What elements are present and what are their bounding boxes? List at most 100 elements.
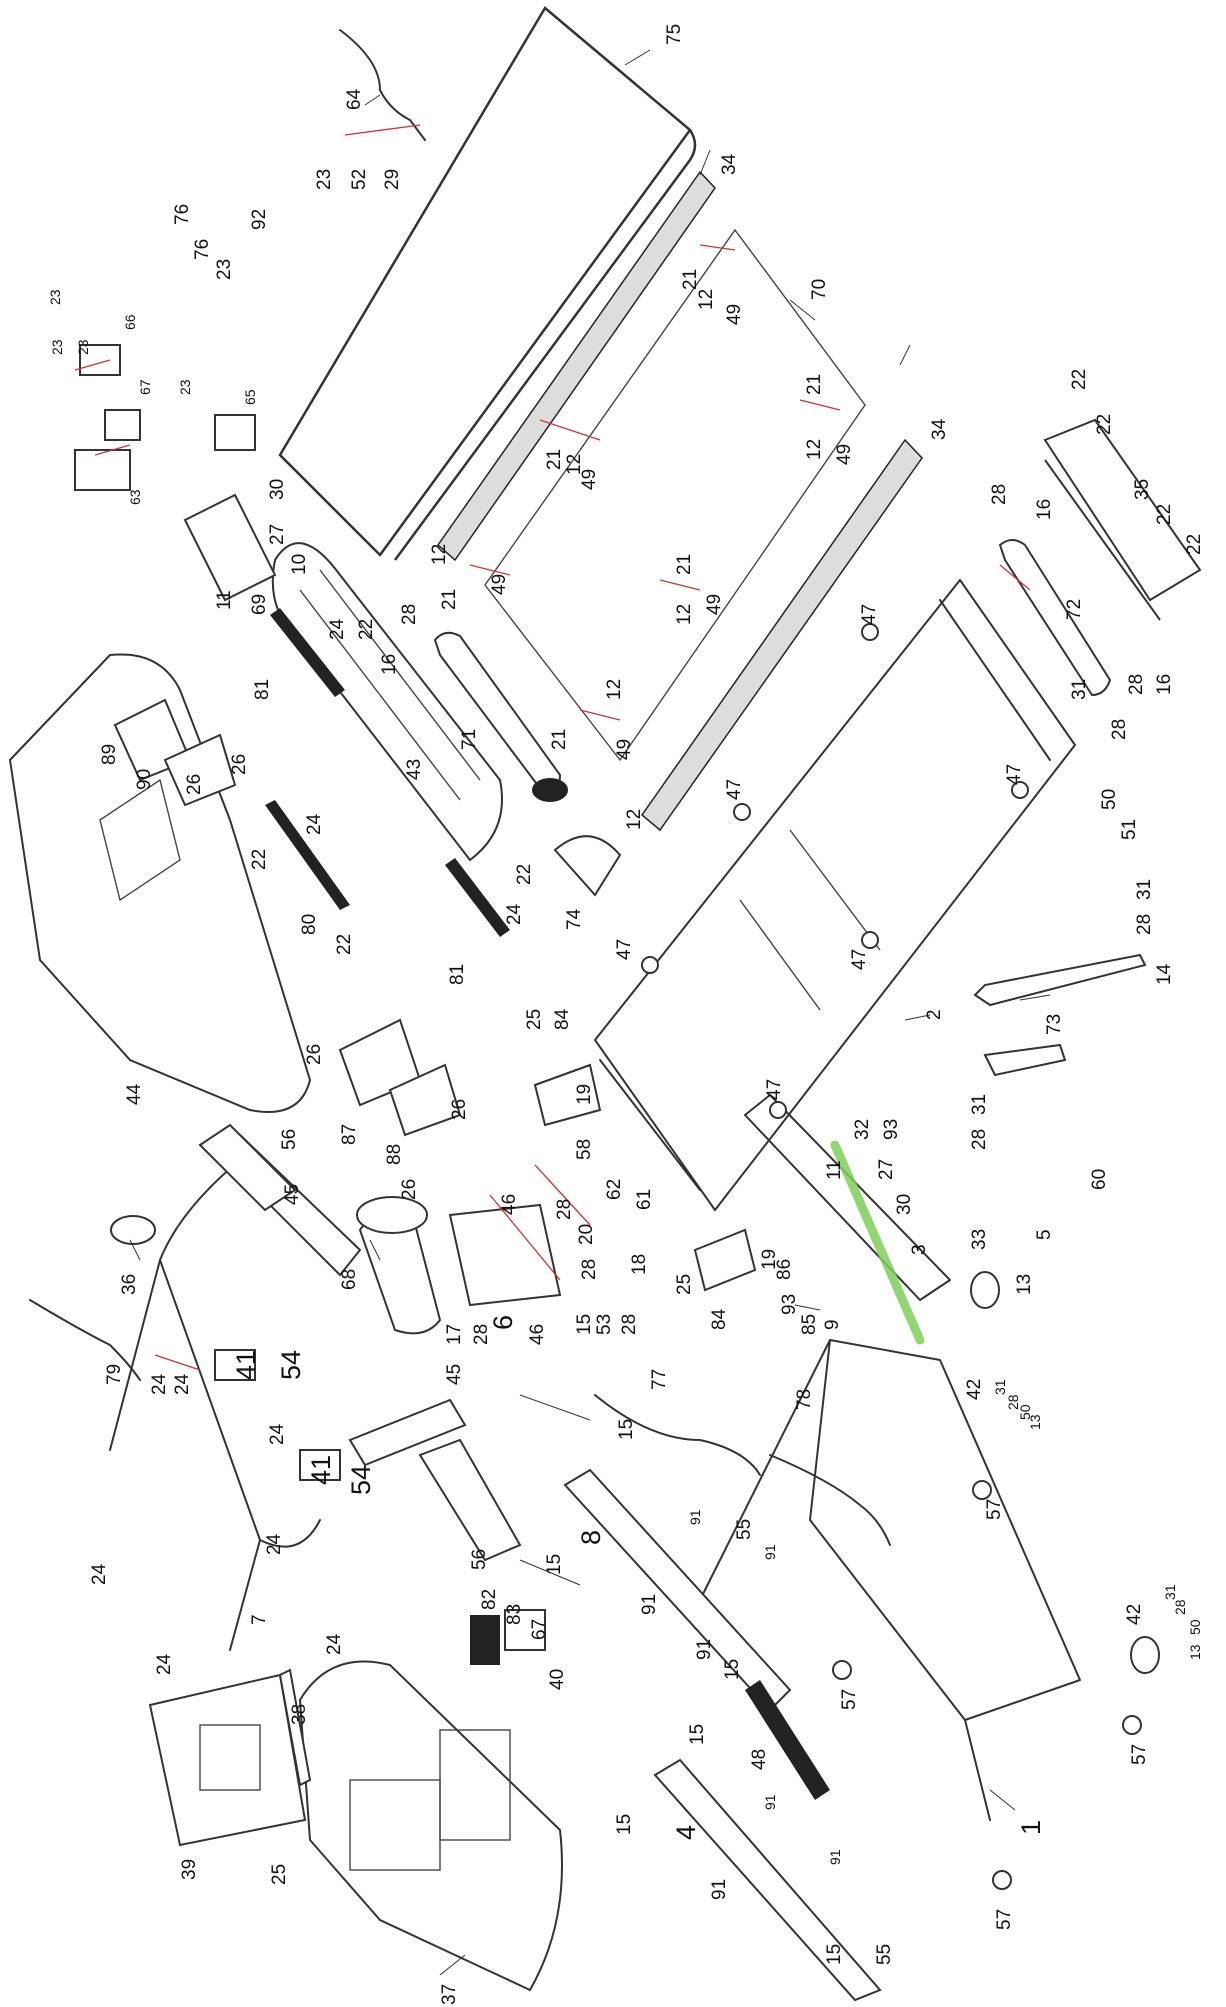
callout-13: 13 (1027, 1414, 1043, 1430)
foot-57c (1122, 1715, 1142, 1735)
callout-32: 32 (852, 1119, 873, 1140)
callout-24: 24 (154, 1653, 175, 1675)
cover-88 (388, 1063, 462, 1137)
callout-15: 15 (544, 1554, 565, 1575)
box-65 (214, 414, 256, 451)
callout-77: 77 (649, 1369, 670, 1390)
console-keypad (439, 1729, 511, 1841)
callout-89: 89 (99, 744, 120, 765)
leader-line (439, 1954, 466, 1976)
callout-91: 91 (762, 1544, 778, 1560)
callout-93: 93 (881, 1119, 902, 1140)
callout-15: 15 (574, 1314, 595, 1335)
callout-81: 81 (447, 964, 468, 985)
callout-42: 42 (964, 1379, 985, 1400)
callout-21: 21 (804, 374, 825, 395)
callout-91: 91 (827, 1849, 843, 1865)
callout-40: 40 (547, 1669, 568, 1690)
side-cover-rear (693, 1228, 757, 1292)
callout-46: 46 (499, 1194, 520, 1215)
callout-84: 84 (552, 1008, 573, 1030)
callout-5: 5 (1034, 1229, 1055, 1240)
callout-22: 22 (356, 619, 377, 640)
callout-1: 1 (1016, 1820, 1046, 1835)
callout-45: 45 (444, 1364, 465, 1385)
callout-62: 62 (604, 1179, 625, 1200)
bumper-47a (861, 623, 879, 641)
callout-15: 15 (687, 1724, 708, 1745)
lower-tube (983, 1043, 1067, 1077)
callout-50: 50 (1187, 1619, 1203, 1635)
callout-34: 34 (719, 153, 740, 175)
callout-45: 45 (282, 1184, 303, 1205)
trim-81a (270, 608, 345, 697)
callout-16: 16 (1154, 674, 1175, 695)
callout-11: 11 (214, 590, 235, 610)
upright-right (563, 1468, 792, 1712)
leader-line (989, 1789, 1016, 1811)
clamp-41b (299, 1449, 341, 1481)
callout-76: 76 (172, 204, 193, 225)
callout-37: 37 (439, 1984, 460, 2005)
callout-24: 24 (264, 1533, 285, 1555)
callout-25: 25 (524, 1009, 545, 1030)
leader-line (519, 1559, 581, 1586)
callout-28: 28 (1005, 1394, 1021, 1410)
callout-47: 47 (764, 1079, 785, 1100)
callout-38: 38 (289, 1704, 310, 1725)
callout-24: 24 (172, 1373, 193, 1395)
callout-54: 54 (276, 1350, 306, 1380)
callout-76: 76 (192, 239, 213, 260)
callout-41: 41 (306, 1455, 336, 1485)
callout-10: 10 (289, 554, 310, 575)
callout-47: 47 (849, 949, 870, 970)
callout-21: 21 (674, 554, 695, 575)
callout-15: 15 (616, 1419, 637, 1440)
callout-23: 23 (314, 169, 335, 190)
callout-30: 30 (267, 479, 288, 500)
callout-15: 15 (614, 1814, 635, 1835)
console-panel (298, 1660, 563, 1992)
callout-24: 24 (149, 1373, 170, 1395)
callout-21: 21 (680, 269, 701, 290)
leader-line (624, 49, 651, 66)
callout-35: 35 (1132, 479, 1153, 500)
callout-23: 23 (49, 339, 65, 355)
upright-left (653, 1758, 882, 2002)
callout-19: 19 (574, 1084, 595, 1105)
callout-22: 22 (1184, 534, 1205, 555)
callout-26: 26 (229, 754, 250, 775)
callout-22: 22 (1069, 369, 1090, 390)
callout-51: 51 (1119, 819, 1140, 840)
callout-36: 36 (119, 1274, 140, 1295)
leader-line (699, 149, 711, 176)
box-66 (79, 344, 121, 376)
callout-69: 69 (249, 594, 270, 615)
drive-motor-end (356, 1196, 428, 1234)
callout-13: 13 (1187, 1644, 1203, 1660)
callout-14: 14 (1154, 963, 1175, 985)
callout-56: 56 (469, 1549, 490, 1570)
callout-61: 61 (634, 1189, 655, 1210)
callout-88: 88 (384, 1144, 405, 1165)
callout-13: 13 (1014, 1274, 1035, 1295)
side-rail-lower (640, 438, 923, 832)
callout-85: 85 (799, 1314, 820, 1335)
callout-28: 28 (579, 1259, 600, 1280)
callout-43: 43 (404, 759, 425, 780)
trim-81b (445, 858, 510, 937)
callout-78: 78 (794, 1389, 815, 1410)
cable-77 (594, 1394, 761, 1476)
callout-25: 25 (269, 1864, 290, 1885)
callout-30: 30 (894, 1194, 915, 1215)
trim-80 (265, 800, 350, 910)
handlebar-lower (348, 1398, 467, 1467)
callout-26: 26 (399, 1179, 420, 1200)
bolt-line (699, 244, 736, 251)
callout-21: 21 (439, 589, 460, 610)
leader-line (794, 1304, 821, 1311)
callout-57: 57 (839, 1689, 860, 1710)
tablet-holder-window (199, 1724, 261, 1791)
grip-upper (198, 1123, 297, 1212)
callout-31: 31 (992, 1379, 1008, 1395)
